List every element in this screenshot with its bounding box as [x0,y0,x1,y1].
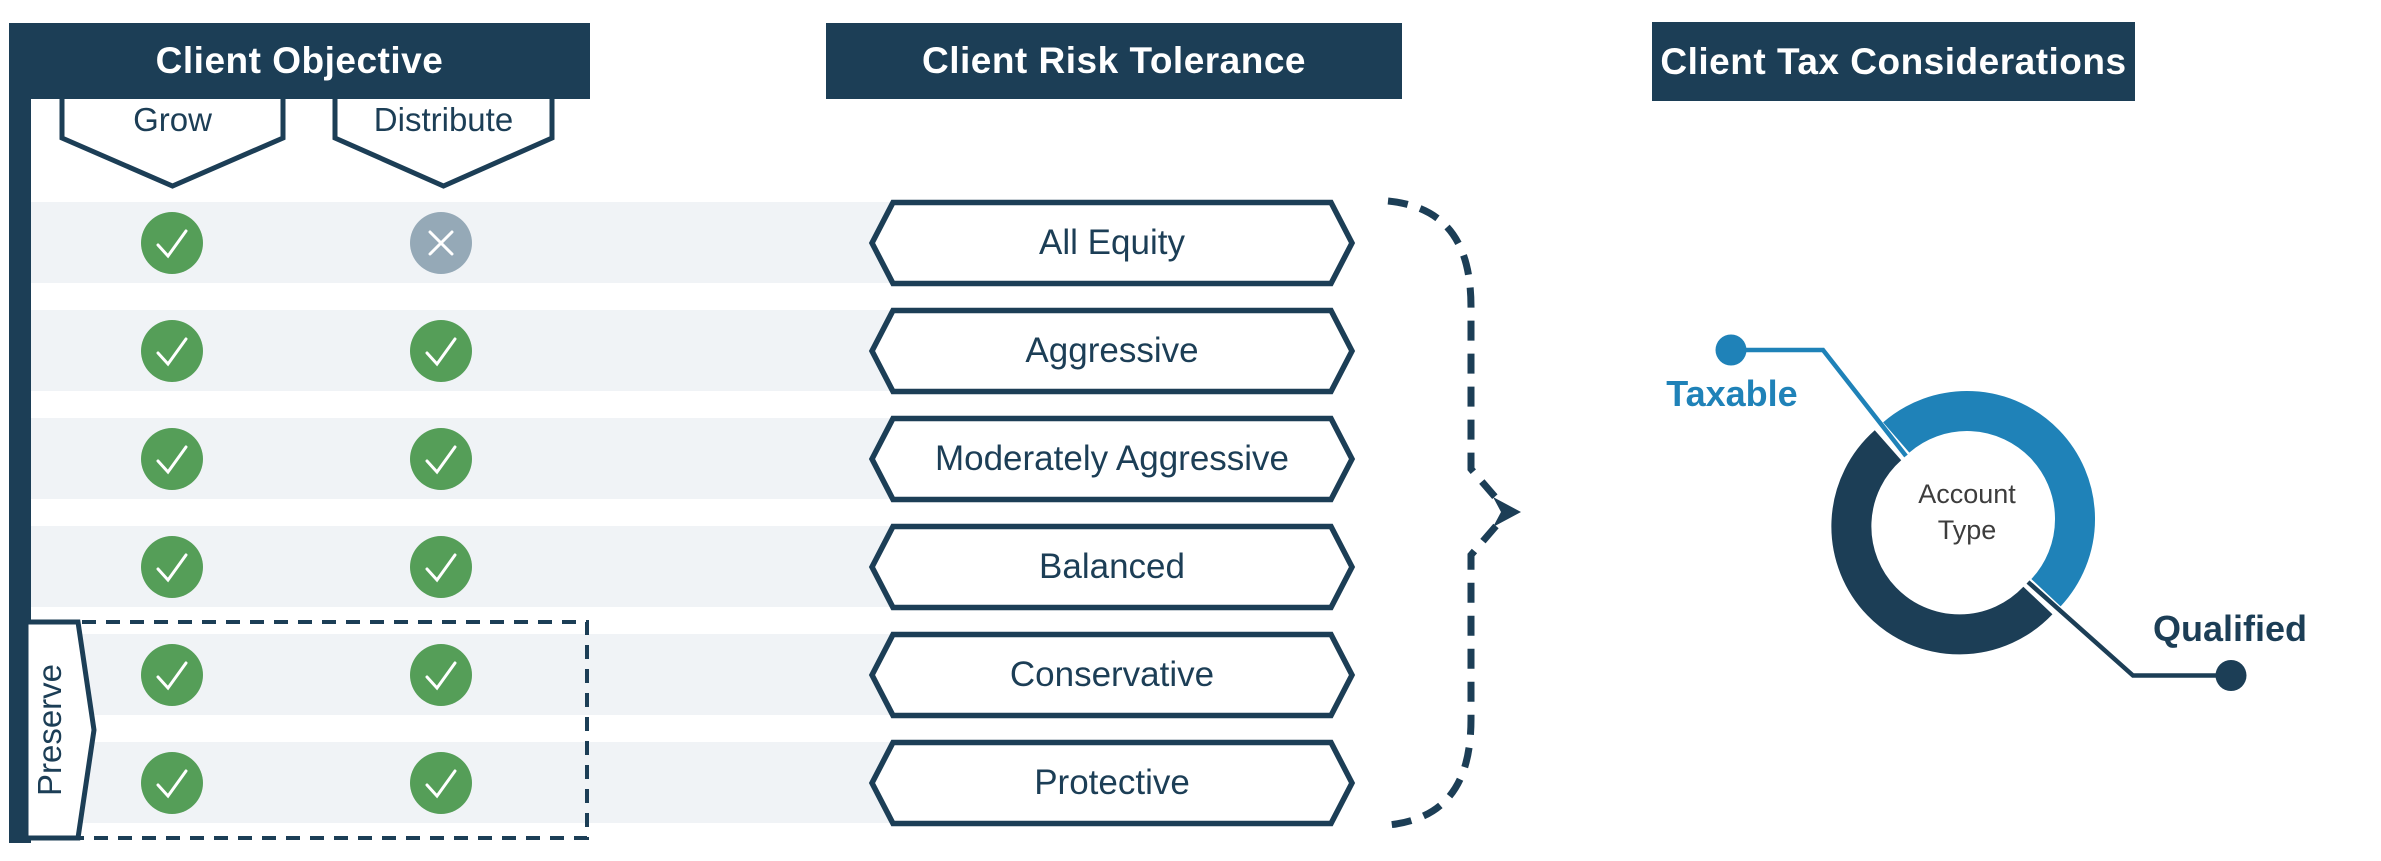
grow-check-marker [141,535,203,598]
grow-check-marker [141,643,203,706]
distribute-column-label: Distribute [373,101,514,138]
qualified-leader-line [2026,580,2216,678]
taxable-dot-icon [1715,334,1747,366]
distribute-check-marker [410,319,472,382]
arrow-right-icon [1493,497,1521,527]
check-icon [156,661,188,690]
brace-dashed-path [1387,197,1499,829]
donut-center-line1: Account [1918,479,2016,509]
risk-level-label: Balanced [1039,546,1185,586]
check-icon [425,661,457,690]
header-client-tax-considerations: Client Tax Considerations [1652,22,2135,101]
risk-level-label: Moderately Aggressive [934,438,1290,478]
risk-level-label: Aggressive [1025,330,1199,370]
qualified-label: Qualified [2152,608,2308,649]
distribute-check-marker [410,535,472,598]
header-client-objective: Client Objective [9,23,590,99]
check-icon [425,553,457,582]
distribute-check-marker [410,643,472,706]
distribute-cross-marker [410,211,472,274]
preserve-label: Preserve [31,663,68,797]
risk-hexagon-shape [868,199,1356,287]
check-icon [156,337,188,366]
check-icon [425,445,457,474]
grow-check-marker [141,751,203,814]
donut-center-label: Account Type [1867,476,2067,548]
check-icon [425,337,457,366]
grow-check-marker [141,211,203,274]
risk-hexagon-shape [868,739,1356,827]
cross-icon [428,230,454,255]
risk-hexagon-shape [868,307,1356,395]
donut-qualified-arc [1831,430,2053,655]
preserve-dashed-box [56,620,589,840]
grow-check-marker [141,319,203,382]
taxable-leader-line [1731,347,1908,458]
donut-center-line2: Type [1937,515,1997,545]
check-icon [156,769,188,798]
check-icon [156,445,188,474]
donut-taxable-arc [1883,391,2095,607]
risk-level-label: Protective [1034,762,1190,802]
risk-hexagons [868,199,1356,827]
distribute-check-marker [410,427,472,490]
grow-check-marker [141,427,203,490]
check-icon [156,553,188,582]
preserve-banner-shape [23,619,97,841]
risk-hexagon-shape [868,415,1356,503]
check-icon [156,229,188,258]
risk-hexagon-shape [868,523,1356,611]
taxable-label: Taxable [1666,373,1798,414]
header-client-risk-tolerance: Client Risk Tolerance [826,23,1402,99]
grow-column-label: Grow [133,101,212,138]
risk-hexagon-shape [868,631,1356,719]
risk-level-label: Conservative [1009,654,1215,694]
check-icon [425,769,457,798]
risk-level-label: All Equity [1039,222,1185,262]
distribute-check-marker [410,751,472,814]
qualified-dot-icon [2215,660,2247,691]
